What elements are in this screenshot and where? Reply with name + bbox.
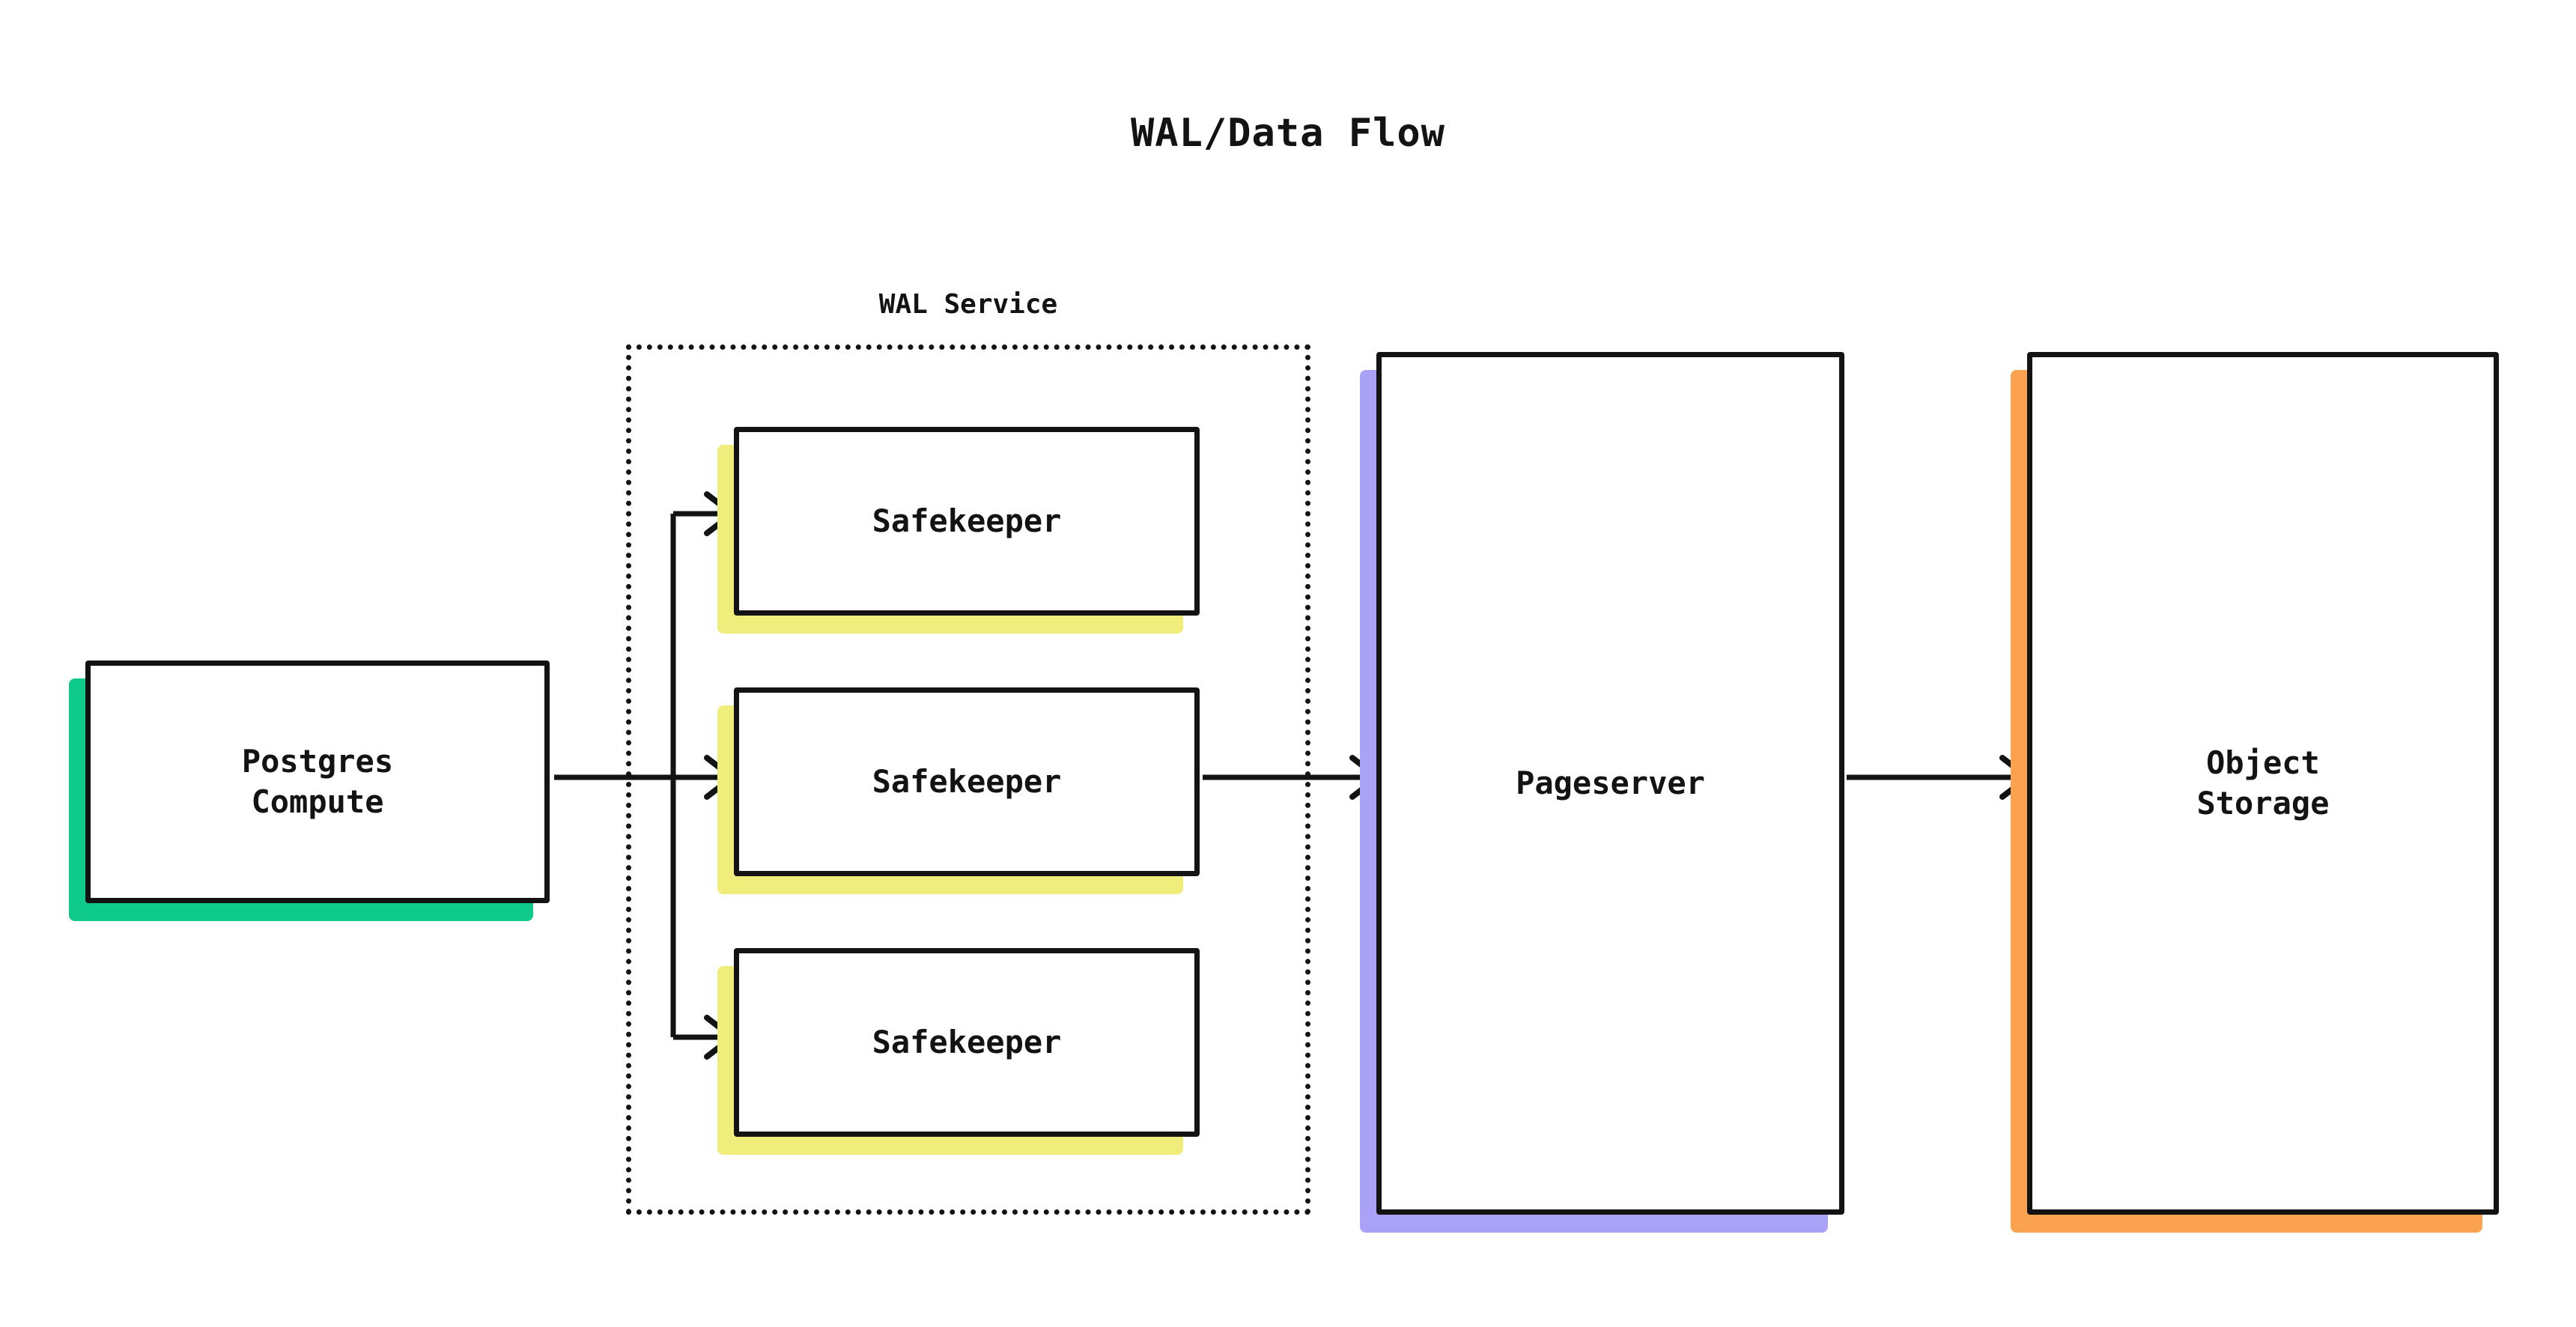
group-frame-wal-service: [626, 344, 1310, 1215]
node-pageserver[interactable]: Pageserver: [1360, 352, 1844, 1233]
node-body-safekeeper-0[interactable]: Safekeeper: [734, 427, 1200, 616]
page-title: WAL/Data Flow: [1131, 111, 1445, 156]
node-body-object-storage[interactable]: Object Storage: [2027, 352, 2499, 1215]
group-label-wal-service: WAL Service: [878, 289, 1058, 320]
node-object-storage[interactable]: Object Storage: [2011, 352, 2499, 1233]
node-label-safekeeper-1: Safekeeper: [872, 763, 1062, 801]
node-label-object-storage: Object Storage: [2196, 744, 2330, 822]
edge-pageserver-storage: [1847, 755, 2033, 800]
node-safekeeper-2[interactable]: Safekeeper: [717, 948, 1200, 1155]
node-body-postgres-compute[interactable]: Postgres Compute: [85, 661, 550, 903]
node-safekeeper-1[interactable]: Safekeeper: [717, 687, 1200, 894]
node-body-safekeeper-1[interactable]: Safekeeper: [734, 687, 1200, 876]
node-safekeeper-0[interactable]: Safekeeper: [717, 427, 1200, 634]
node-body-safekeeper-2[interactable]: Safekeeper: [734, 948, 1200, 1137]
node-label-postgres-compute: Postgres Compute: [241, 743, 394, 820]
node-label-pageserver: Pageserver: [1516, 765, 1705, 802]
node-postgres-compute[interactable]: Postgres Compute: [69, 661, 550, 921]
node-label-safekeeper-0: Safekeeper: [872, 502, 1062, 540]
node-body-pageserver[interactable]: Pageserver: [1376, 352, 1844, 1215]
node-label-safekeeper-2: Safekeeper: [872, 1024, 1062, 1061]
